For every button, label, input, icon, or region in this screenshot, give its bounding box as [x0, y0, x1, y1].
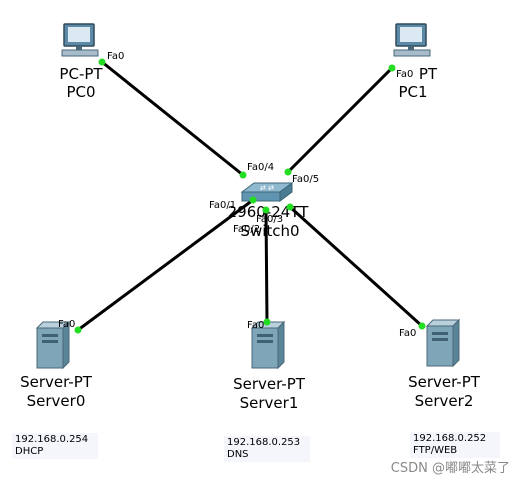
switch-side-face: [279, 182, 293, 202]
pc0-type-label: PC-PT: [59, 65, 103, 83]
server1-note: 192.168.0.253 DNS: [224, 436, 310, 462]
port-status-dot: [418, 322, 426, 330]
port-status-dot: [263, 318, 271, 326]
server-drive-bay: [432, 338, 448, 341]
link-server2-switch[interactable]: [288, 205, 424, 328]
switch-port-fa02-label: Fa0/2: [233, 224, 260, 235]
server-side-face: [452, 318, 460, 368]
port-status-dot: [249, 196, 257, 204]
port-status-dot: [388, 64, 396, 72]
port-status-dot: [239, 171, 247, 179]
pc-screen: [68, 27, 90, 42]
switch-port-fa04-label: Fa0/4: [247, 162, 274, 173]
server2-note: 192.168.0.252 FTP/WEB: [410, 432, 500, 458]
server2-type-label: Server-PT: [408, 373, 481, 391]
server0-port-label: Fa0: [58, 319, 75, 330]
pc-stand: [76, 46, 82, 50]
pc1-name-label: PC1: [398, 83, 427, 101]
link-pc0-switch[interactable]: [100, 60, 245, 177]
port-status-dot: [286, 203, 294, 211]
server0-note: 192.168.0.254 DHCP: [12, 433, 98, 459]
pc0-port-label: Fa0: [107, 51, 124, 62]
switch-port-fa05-label: Fa0/5: [292, 174, 319, 185]
server0-ip: 192.168.0.254: [15, 434, 89, 445]
port-status-dot: [74, 326, 82, 334]
server-drive-bay: [432, 332, 448, 335]
server0-role: DHCP: [15, 446, 44, 457]
switch-arrows-icon: ⇄ ⇄: [260, 184, 274, 192]
pc1-port-label: Fa0: [396, 69, 413, 80]
server-drive-bay: [257, 334, 273, 337]
pc-stand: [408, 46, 414, 50]
switch0-name-label: Switch0: [240, 222, 299, 240]
server1-ip: 192.168.0.253: [227, 437, 301, 448]
pc-screen: [400, 27, 422, 42]
switch-port-fa01-label: Fa0/1: [209, 200, 236, 211]
server2-device[interactable]: [425, 318, 461, 368]
server2-role: FTP/WEB: [413, 445, 458, 456]
link-server1-switch[interactable]: [264, 208, 269, 324]
csdn-watermark: CSDN @嘟嘟太菜了: [390, 461, 510, 476]
port-status-dot: [98, 58, 106, 66]
server2-port-label: Fa0: [399, 328, 416, 339]
pc0-name-label: PC0: [66, 83, 95, 101]
pc-base: [393, 49, 431, 57]
link-server0-switch[interactable]: [76, 198, 255, 332]
server-drive-bay: [257, 340, 273, 343]
pc1-device[interactable]: [393, 23, 431, 57]
server-side-face: [277, 320, 285, 370]
links: [76, 60, 424, 332]
pc-base: [61, 49, 99, 57]
pc0-device[interactable]: [61, 23, 99, 57]
server1-device[interactable]: [250, 320, 286, 370]
switch-port-fa03-label: Fa0/3: [256, 214, 283, 225]
port-status-dots: [74, 58, 426, 334]
server1-port-label: Fa0: [247, 320, 264, 331]
port-status-dot: [262, 206, 270, 214]
server0-type-label: Server-PT: [20, 373, 93, 391]
switch-front-face: [241, 191, 281, 202]
link-pc1-switch[interactable]: [286, 66, 394, 174]
pc1-type-label: PT: [419, 65, 438, 83]
server1-role: DNS: [227, 449, 249, 460]
server-drive-bay: [42, 340, 58, 343]
server2-name-label: Server2: [415, 392, 474, 410]
switch0-device[interactable]: ⇄ ⇄: [240, 182, 294, 202]
port-status-dot: [284, 168, 292, 176]
server1-type-label: Server-PT: [233, 375, 306, 393]
server-side-face: [62, 320, 70, 370]
server1-name-label: Server1: [240, 394, 299, 412]
server0-device[interactable]: [35, 320, 71, 370]
server-drive-bay: [42, 334, 58, 337]
server2-ip: 192.168.0.252: [413, 433, 487, 444]
server0-name-label: Server0: [27, 392, 86, 410]
